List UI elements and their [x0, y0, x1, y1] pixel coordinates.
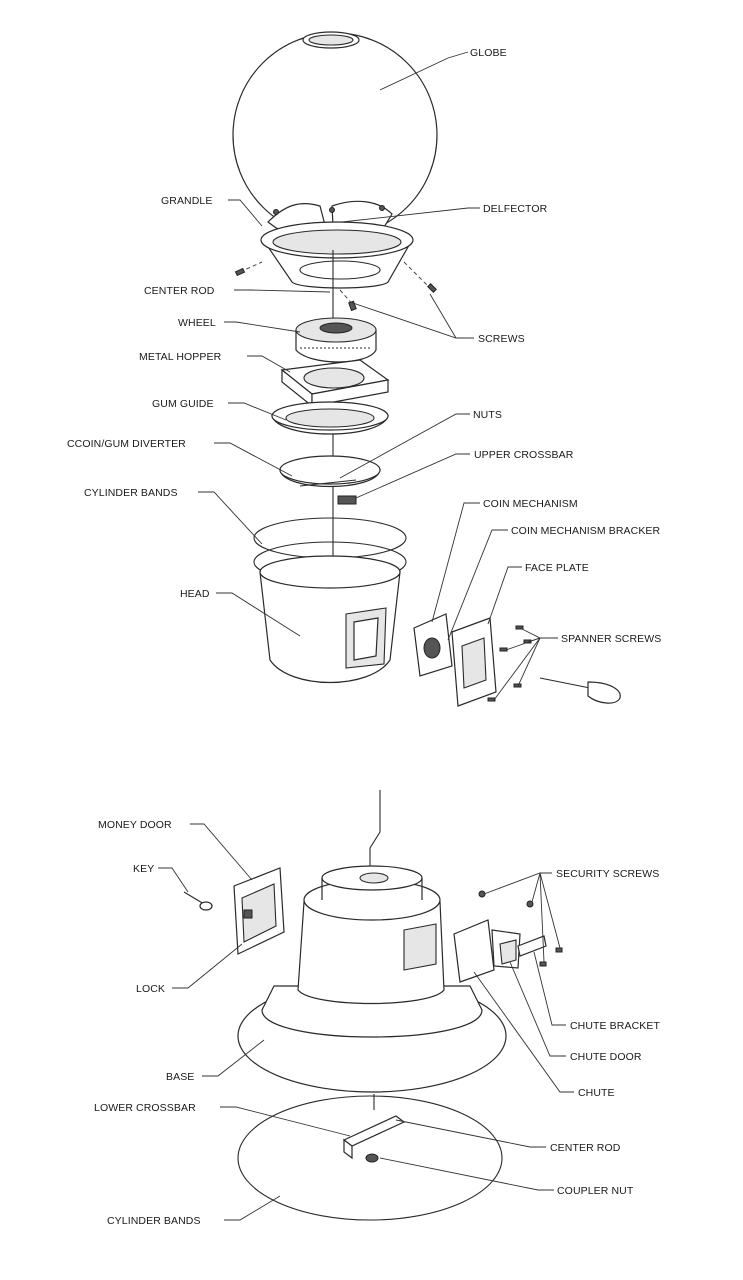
label-chute-door: CHUTE DOOR	[570, 1051, 642, 1063]
cylinder-bands-bottom-part	[237, 1095, 503, 1221]
label-coin-mechanism-bracker: COIN MECHANISM BRACKER	[511, 525, 661, 537]
money-door-part	[233, 867, 285, 955]
leader-lines	[158, 51, 574, 1221]
labels: GLOBE GRANDLE DELFECTOR CENTER ROD WHEEL…	[67, 47, 661, 1227]
label-metal-hopper: METAL HOPPER	[139, 351, 222, 363]
chute-part	[453, 890, 563, 983]
label-lower-crossbar: LOWER CROSSBAR	[94, 1102, 196, 1114]
coin-gum-diverter-part	[279, 455, 381, 505]
face-plate-part	[451, 617, 497, 707]
label-nuts: NUTS	[473, 409, 502, 421]
globe-part	[232, 31, 438, 238]
label-upper-crossbar: UPPER CROSSBAR	[474, 449, 574, 461]
label-head: HEAD	[180, 588, 210, 600]
label-lock: LOCK	[136, 983, 165, 995]
label-center-rod-top: CENTER ROD	[144, 285, 215, 297]
label-key: KEY	[133, 863, 154, 875]
center-rod-bent	[369, 790, 381, 878]
label-cylinder-bands-top: CYLINDER BANDS	[84, 487, 178, 499]
label-security-screws: SECURITY SCREWS	[556, 868, 659, 880]
label-base: BASE	[166, 1071, 194, 1083]
lower-crossbar-part	[342, 1094, 406, 1163]
key-part	[183, 891, 213, 911]
label-wheel: WHEEL	[178, 317, 216, 329]
label-face-plate: FACE PLATE	[525, 562, 589, 574]
label-money-door: MONEY DOOR	[98, 819, 172, 831]
label-coin-gum-diverter: CCOIN/GUM DIVERTER	[67, 438, 186, 450]
metal-hopper-part	[280, 359, 390, 408]
label-gum-guide: GUM GUIDE	[152, 398, 214, 410]
wheel-part	[295, 317, 377, 363]
base-part	[237, 865, 507, 1093]
spanner-screws-part	[487, 625, 621, 704]
label-coin-mechanism: COIN MECHANISM	[483, 498, 578, 510]
gum-guide-part	[271, 401, 389, 435]
coin-mechanism-part	[413, 613, 453, 677]
label-screws: SCREWS	[478, 333, 525, 345]
label-chute-bracket: CHUTE BRACKET	[570, 1020, 660, 1032]
grandle-part	[260, 221, 414, 289]
label-grandle: GRANDLE	[161, 195, 212, 207]
label-coupler-nut: COUPLER NUT	[557, 1185, 634, 1197]
label-globe: GLOBE	[470, 47, 507, 59]
label-cylinder-bands-bottom: CYLINDER BANDS	[107, 1215, 201, 1227]
label-center-rod-bottom: CENTER ROD	[550, 1142, 621, 1154]
label-spanner-screws: SPANNER SCREWS	[561, 633, 661, 645]
label-delfector: DELFECTOR	[483, 203, 548, 215]
label-chute: CHUTE	[578, 1087, 615, 1099]
head-part	[259, 555, 401, 683]
screws-part	[234, 205, 437, 312]
